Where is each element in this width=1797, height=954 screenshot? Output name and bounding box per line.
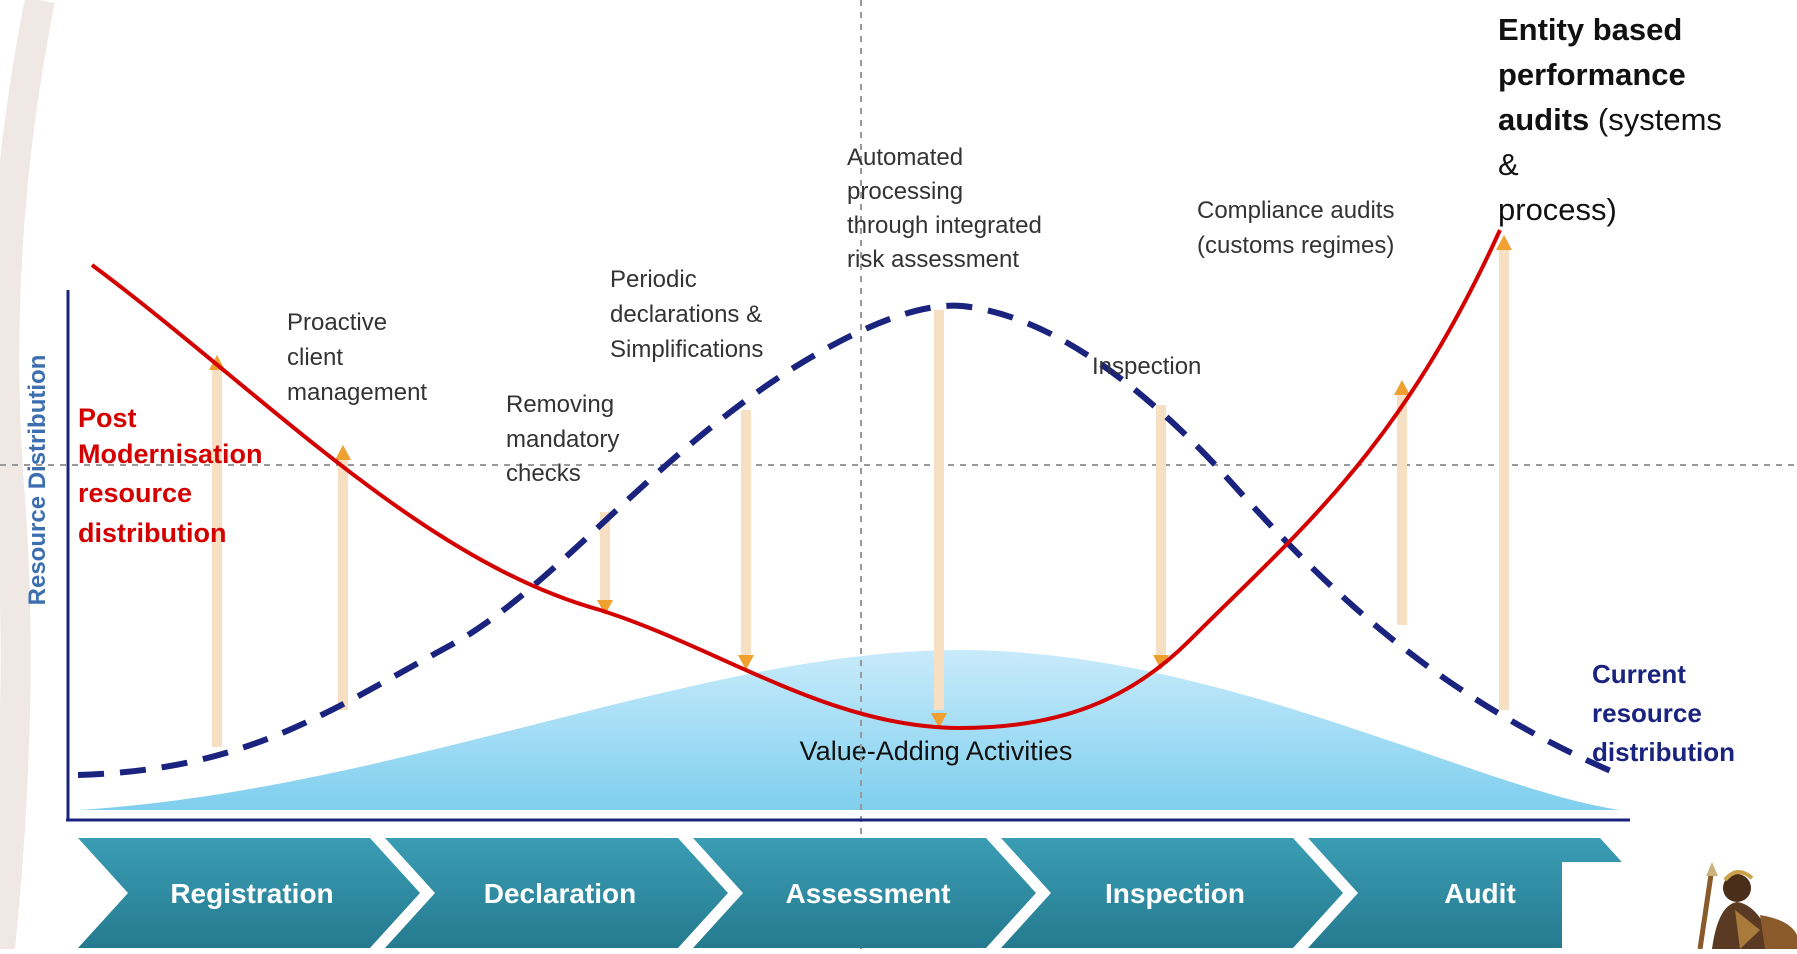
current-distribution-curve [77, 302, 1622, 778]
arrow-entity-audits [1496, 235, 1512, 710]
svg-text:Removing: Removing [506, 391, 614, 418]
svg-text:&: & [1498, 147, 1519, 182]
current-distribution-label: Current resource distribution [1592, 659, 1735, 767]
value-adding-label: Value-Adding Activities [800, 736, 1073, 766]
svg-text:Proactive: Proactive [287, 309, 387, 336]
step-assessment: Assessment [693, 838, 1036, 948]
svg-text:checks: checks [506, 460, 581, 487]
current-label-line-2: resource [1592, 698, 1702, 728]
annotation-periodic: Periodic declarations & Simplifications [610, 266, 763, 363]
post-modernisation-label: Post Modernisation resource distribution [78, 403, 263, 548]
annotation-removing: Removing mandatory checks [506, 391, 619, 487]
svg-text:(customs regimes): (customs regimes) [1197, 232, 1394, 259]
svg-text:client: client [287, 344, 343, 371]
step-registration: Registration [78, 838, 420, 948]
step-declaration: Declaration [385, 838, 728, 948]
annotation-proactive: Proactive client management [287, 309, 427, 406]
value-adding-area [78, 650, 1620, 810]
annotation-automated: Automated processing through integrated … [847, 144, 1042, 273]
current-label-line-3: distribution [1592, 737, 1735, 767]
arrow-registration-current [335, 445, 351, 710]
svg-text:Inspection: Inspection [1105, 878, 1245, 909]
svg-text:processing: processing [847, 178, 963, 205]
arrow-removing-checks [597, 512, 613, 615]
arrow-periodic-declarations [738, 410, 754, 670]
svg-text:Declaration: Declaration [484, 878, 637, 909]
arrow-compliance-audits [1394, 380, 1410, 625]
svg-text:declarations &: declarations & [610, 301, 762, 328]
svg-text:Automated: Automated [847, 144, 963, 171]
post-label-line-2: Modernisation [78, 439, 263, 469]
warrior-figure-icon [1697, 862, 1797, 950]
svg-text:through integrated: through integrated [847, 212, 1042, 239]
svg-text:management: management [287, 379, 427, 406]
step-inspection: Inspection [1001, 838, 1343, 948]
post-label-line-1: Post [78, 403, 137, 433]
annotation-entity-audits: Entity based performance audits (systems… [1498, 12, 1722, 227]
current-label-line-1: Current [1592, 659, 1686, 689]
svg-text:mandatory: mandatory [506, 426, 619, 453]
svg-text:performance: performance [1498, 57, 1686, 92]
background-arc [0, 0, 55, 951]
arrow-automated-processing [931, 310, 947, 728]
arrow-registration-post [209, 355, 225, 747]
annotation-inspection: Inspection [1092, 353, 1201, 380]
y-axis-label: Resource Distribution [24, 355, 51, 606]
svg-text:process): process) [1498, 192, 1617, 227]
svg-text:audits (systems: audits (systems [1498, 102, 1722, 137]
post-distribution-curve [90, 229, 1502, 731]
svg-text:risk assessment: risk assessment [847, 246, 1019, 273]
svg-text:Entity based: Entity based [1498, 12, 1682, 47]
annotation-compliance: Compliance audits (customs regimes) [1197, 197, 1394, 259]
svg-text:Inspection: Inspection [1092, 353, 1201, 380]
svg-text:Registration: Registration [170, 878, 333, 909]
svg-text:Assessment: Assessment [786, 878, 951, 909]
arrow-inspection [1153, 405, 1169, 670]
svg-text:Compliance audits: Compliance audits [1197, 197, 1394, 224]
post-label-line-4: distribution [78, 518, 226, 548]
transition-arrows [209, 235, 1512, 747]
svg-text:Periodic: Periodic [610, 266, 697, 293]
svg-text:Audit: Audit [1444, 878, 1516, 909]
post-label-line-3: resource [78, 478, 192, 508]
process-steps: Registration Declaration Assessment Insp… [78, 838, 1650, 948]
svg-text:Simplifications: Simplifications [610, 336, 763, 363]
